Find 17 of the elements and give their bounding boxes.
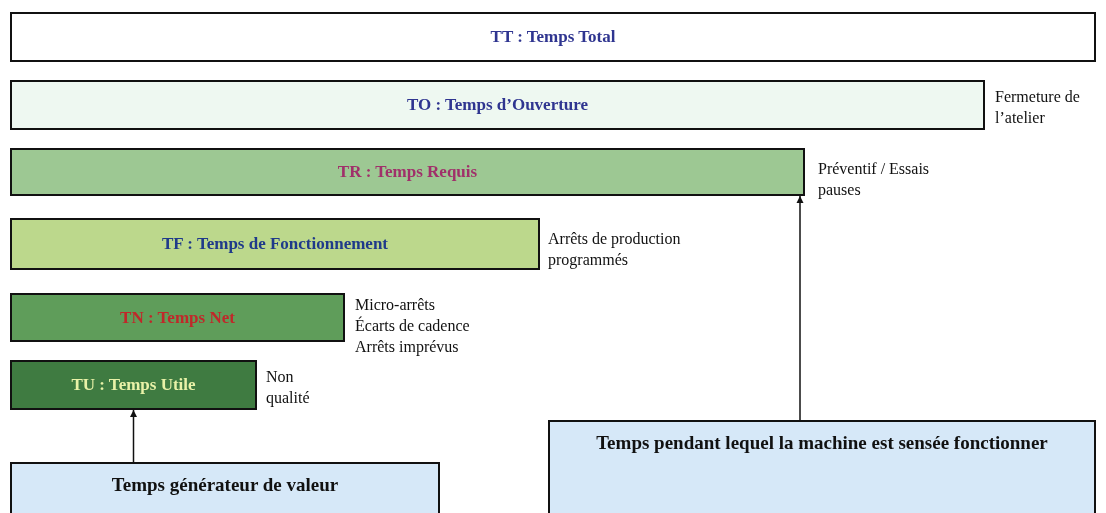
- time-bar: TU : Temps Utile: [10, 360, 257, 410]
- time-bar: TF : Temps de Fonctionnement: [10, 218, 540, 270]
- time-bar: TT : Temps Total: [10, 12, 1096, 62]
- note-text: Non qualité: [266, 367, 311, 408]
- arrow: [796, 195, 804, 421]
- time-bar: Temps générateur de valeur: [10, 462, 440, 513]
- time-bar: TR : Temps Requis: [10, 148, 805, 196]
- time-bar: TN : Temps Net: [10, 293, 345, 342]
- note-text: Micro-arrêts: [355, 295, 436, 315]
- time-bar: Temps pendant lequel la machine est sensée fonctionner: [548, 420, 1096, 513]
- note-text: Écarts de cadence: [355, 315, 470, 336]
- note-text: Préventif / Essais pauses: [818, 159, 931, 200]
- arrow: [130, 409, 137, 463]
- note-text: Arrêts de production programmés: [548, 229, 682, 270]
- note-text: Arrêts imprévus: [355, 337, 460, 357]
- note-text: Fermeture de l’atelier: [995, 87, 1081, 128]
- time-bar: TO : Temps d’Ouverture: [10, 80, 985, 130]
